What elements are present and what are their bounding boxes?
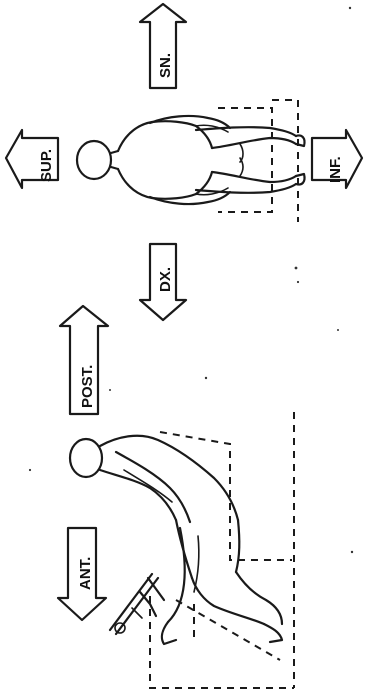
sup-arrow: SUP.	[4, 128, 60, 190]
dx-arrow: DX.	[138, 242, 188, 322]
stool-support	[108, 572, 166, 636]
sn-arrow: SN.	[138, 2, 188, 90]
post-label: POST.	[79, 365, 96, 408]
bent-figure	[68, 434, 284, 646]
standing-figure	[75, 114, 306, 206]
bent-reference-box	[149, 412, 295, 689]
inf-label: INF.	[327, 156, 344, 183]
sup-label: SUP.	[38, 149, 55, 182]
sn-label: SN.	[157, 53, 174, 78]
ant-label: ANT.	[77, 557, 94, 590]
post-arrow: POST.	[58, 304, 110, 416]
scan-specks	[28, 6, 354, 554]
ant-arrow: ANT.	[56, 526, 108, 622]
standing-reference-box	[218, 99, 299, 222]
dx-label: DX.	[157, 267, 174, 292]
inf-arrow: INF.	[310, 128, 364, 190]
